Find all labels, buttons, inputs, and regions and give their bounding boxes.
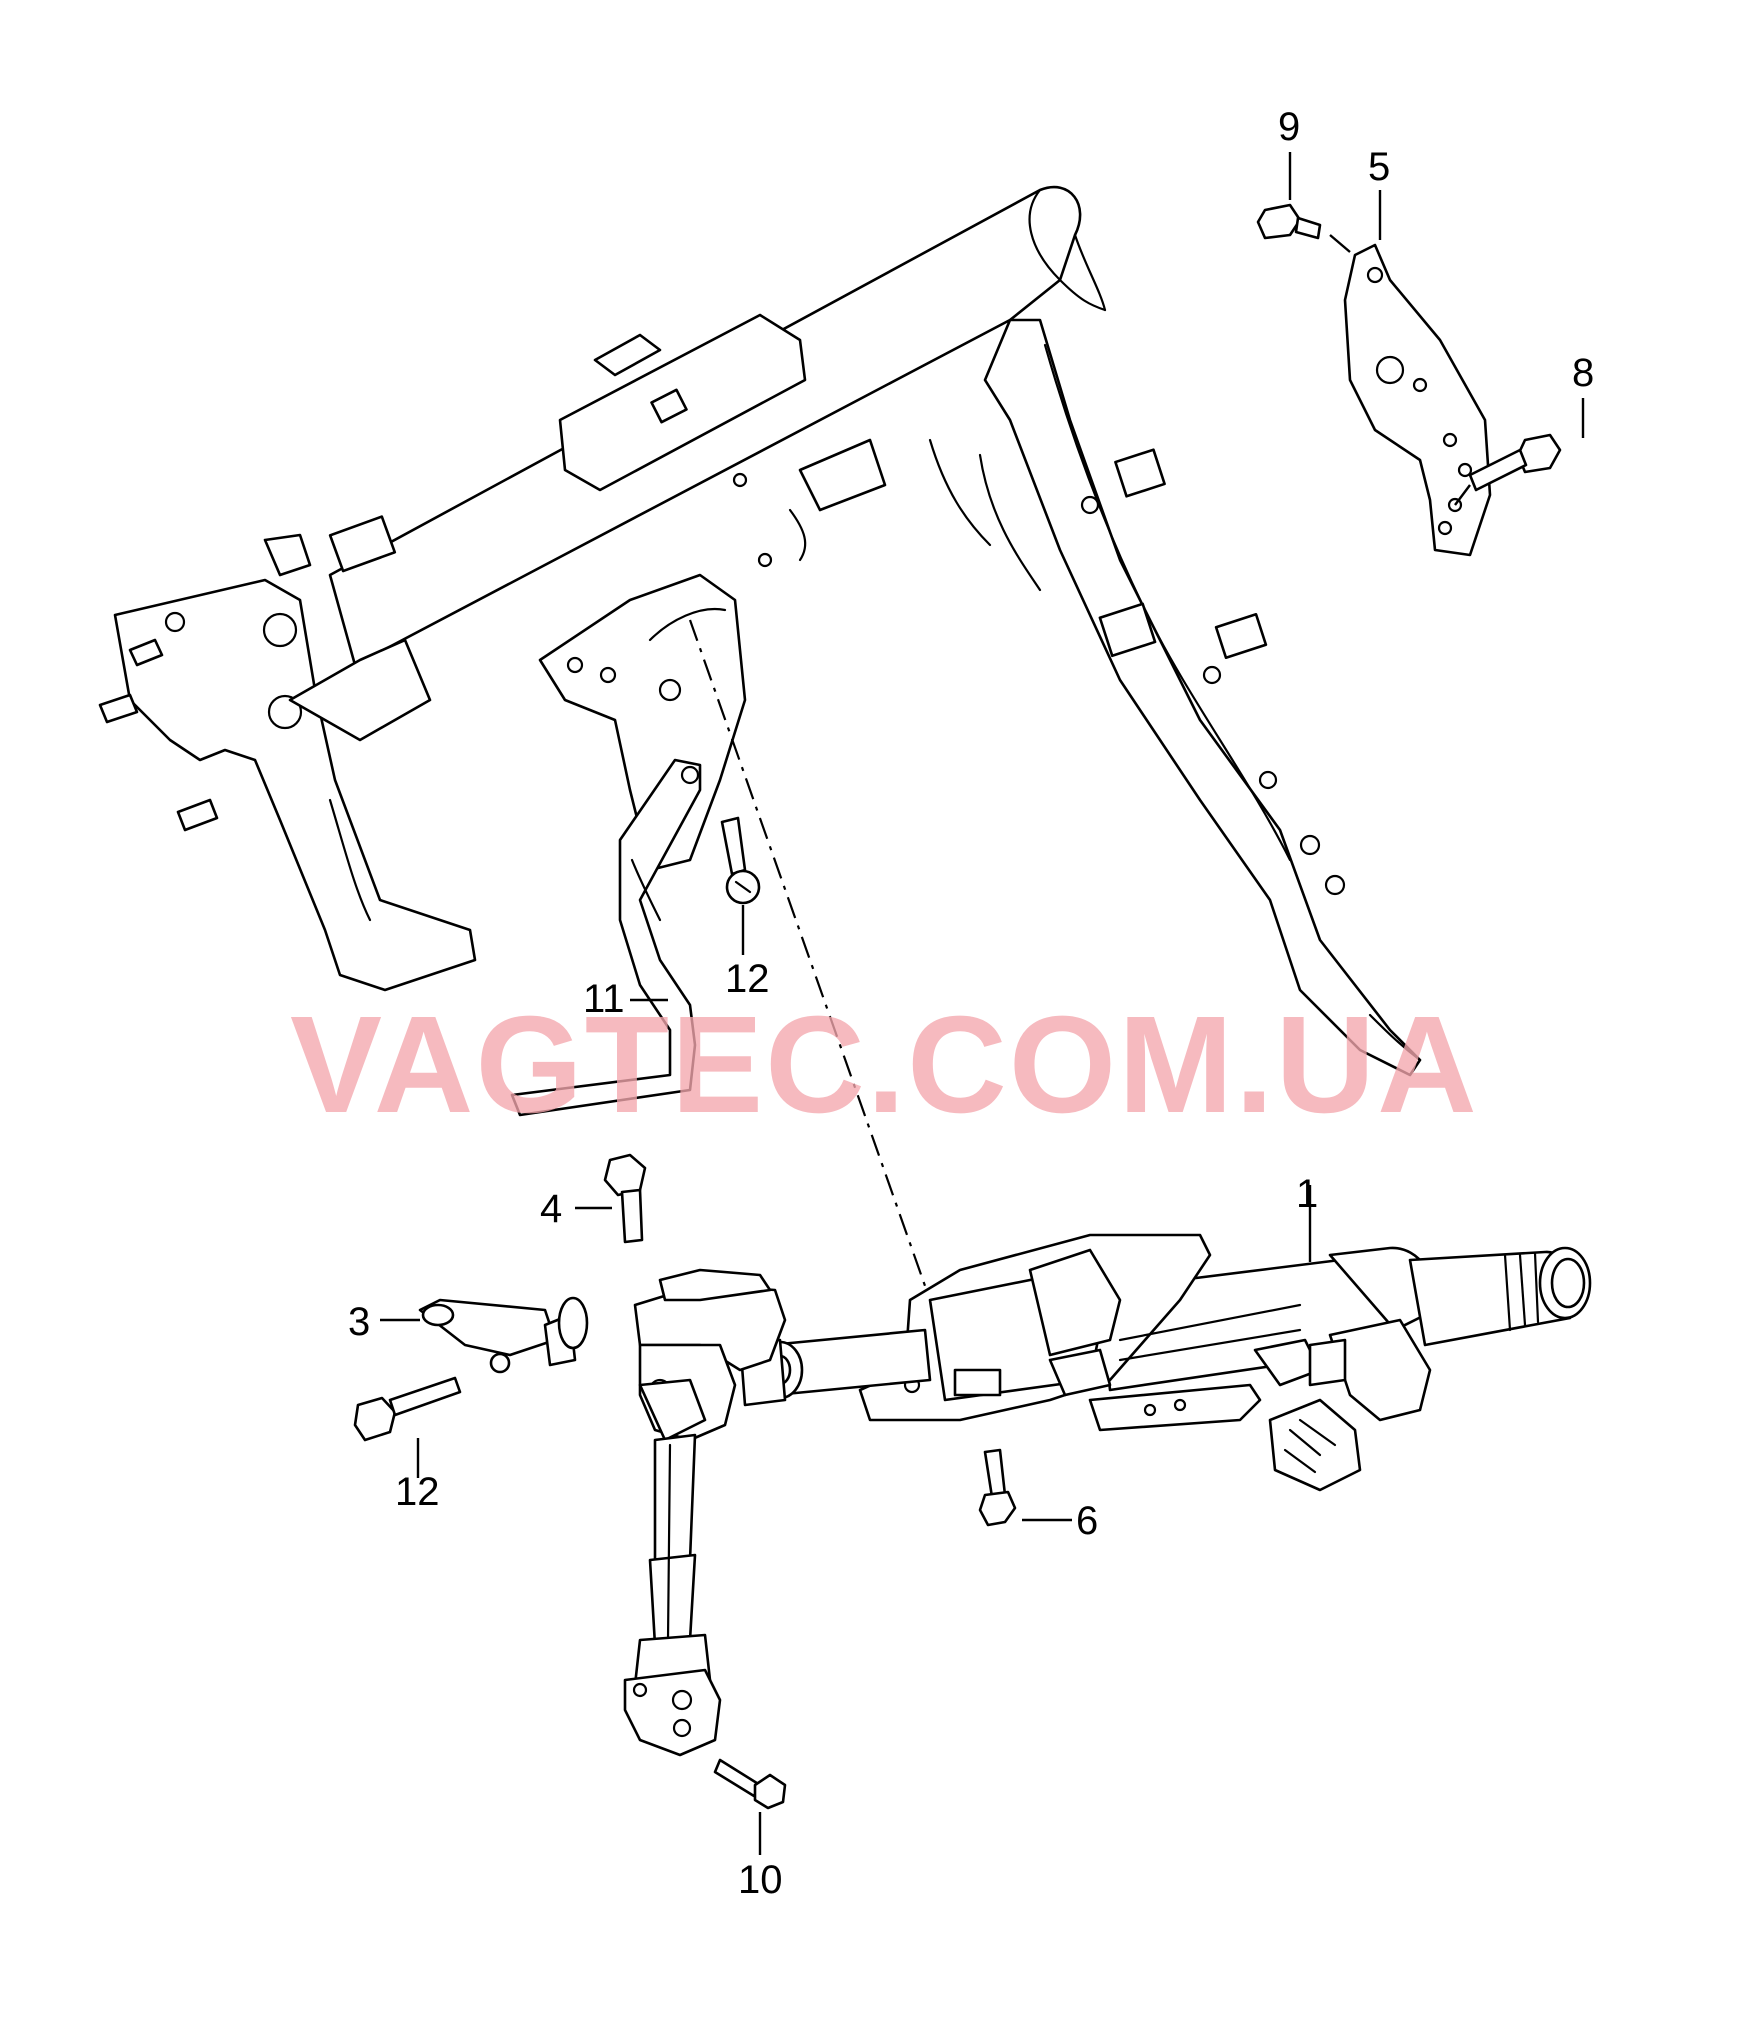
bracket-11 <box>510 758 702 1117</box>
intermediate-shaft <box>623 1268 787 1757</box>
stud-bolt <box>98 638 219 832</box>
callout-5: 5 <box>1368 145 1390 189</box>
bolt-9 <box>1256 203 1351 253</box>
bolt-4 <box>603 1153 647 1244</box>
callout-1: 1 <box>1296 1172 1318 1216</box>
watermark: VAGTEC.COM.UA <box>290 988 1479 1142</box>
callout-9: 9 <box>1278 105 1300 149</box>
callout-11: 11 <box>583 977 625 1021</box>
assembly-line <box>688 619 962 1386</box>
bolt-6 <box>978 1448 1017 1527</box>
callout-12-upper: 12 <box>725 957 770 1001</box>
screw-12-upper <box>720 816 761 905</box>
clamp-lever-3 <box>418 1296 589 1374</box>
callout-labels: 9 5 8 12 11 1 4 3 12 6 10 <box>348 105 1594 1902</box>
callout-8: 8 <box>1572 351 1594 395</box>
cross-member <box>98 185 1422 1077</box>
callout-6: 6 <box>1076 1499 1098 1543</box>
bracket-5 <box>1343 243 1492 557</box>
callout-3: 3 <box>348 1300 370 1344</box>
callout-4: 4 <box>540 1187 562 1231</box>
bolt-12-lower <box>353 1376 462 1442</box>
callout-12-lower: 12 <box>395 1470 440 1514</box>
bolt-10 <box>713 1758 787 1810</box>
bolt-8 <box>1454 433 1562 506</box>
leader-lines <box>380 152 1585 1855</box>
steering-column <box>738 1233 1592 1492</box>
callout-10: 10 <box>738 1858 783 1902</box>
